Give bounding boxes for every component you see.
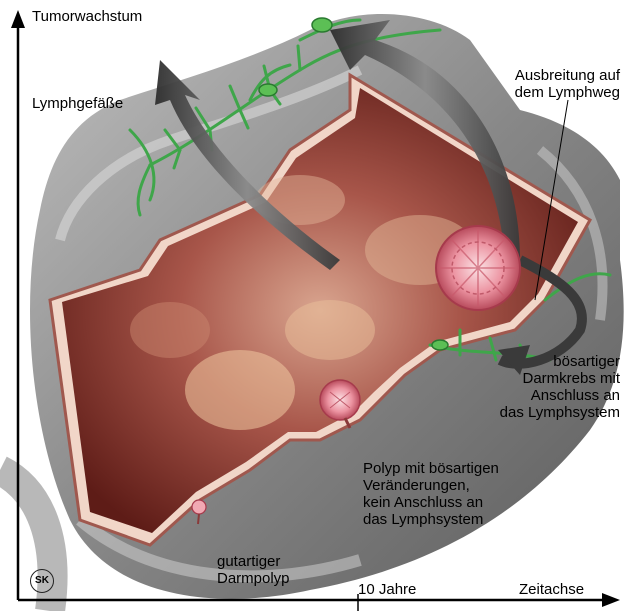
malignant-tumor	[436, 226, 520, 310]
author-signature: SK	[30, 569, 54, 593]
malignant-cancer-label: bösartiger Darmkrebs mit Anschluss an da…	[500, 353, 620, 421]
ten-years-label: 10 Jahre	[358, 581, 416, 598]
malignant-polyp-label: Polyp mit bösartigen Veränderungen, kein…	[363, 460, 499, 528]
lymph-vessels-label: Lymphgefäße	[32, 95, 123, 112]
y-axis-label: Tumorwachstum	[32, 8, 142, 25]
x-axis-arrowhead	[602, 593, 620, 607]
x-axis-label: Zeitachse	[519, 581, 584, 598]
benign-polyp-label: gutartiger Darmpolyp	[217, 553, 290, 587]
spread-label: Ausbreitung auf dem Lymphweg	[515, 67, 620, 101]
y-axis-arrowhead	[11, 10, 25, 28]
